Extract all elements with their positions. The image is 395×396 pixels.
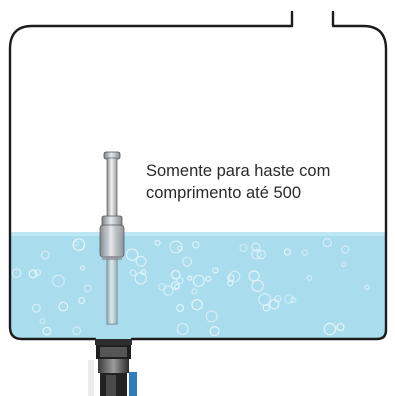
bubble [78,297,86,305]
bubble [83,284,92,293]
bubble [163,285,174,296]
bubble [72,326,82,336]
water [10,232,386,339]
bubble [187,275,193,281]
bubble [42,326,52,336]
bubble [176,304,185,313]
bubbles [11,237,370,337]
bubble [205,310,218,323]
bubble [73,240,79,247]
bubble [176,276,184,285]
tank-outline [8,10,294,341]
rod-length-note: Somente para haste com comprimento até 5… [146,160,386,204]
bubble [170,281,180,291]
bubble [40,250,50,260]
bubble [256,249,267,260]
bubble [135,255,147,267]
bottom-fitting [88,339,137,396]
bubble [227,280,234,287]
bubble [157,283,166,291]
bubble [323,322,337,336]
bubble [341,245,350,254]
bubble [301,249,309,256]
bubble [274,295,282,303]
bubble [129,269,137,277]
bubble [228,270,241,283]
bubble [176,322,189,336]
bubble [322,237,332,248]
bubble [192,274,205,287]
bubble [39,318,46,325]
bubble [262,304,271,312]
bubble [31,303,41,313]
bubble [192,241,200,249]
bubble [52,274,65,288]
bubble [79,265,86,271]
bubble [58,301,69,312]
bubble [125,248,139,261]
bubble [364,284,370,290]
bubble [341,261,347,267]
bubble [154,239,161,246]
bubble [191,299,203,311]
bubble [251,242,261,252]
bubble [251,248,262,260]
bubble [283,248,292,256]
bubble [11,268,22,279]
bubble [72,238,86,252]
bubble [212,267,219,274]
bubble [28,269,38,279]
note-line-2: comprimento até 500 [146,184,302,202]
bubble [209,326,220,337]
float-switch-rod [99,151,125,325]
bubble [205,275,212,282]
bubble [140,269,147,276]
bubble [182,256,193,267]
bubble [191,288,198,295]
bubble [34,269,42,277]
bubble [134,272,147,285]
note-line-1: Somente para haste com [146,162,331,180]
bubble [171,269,181,280]
tank-outline-right [130,10,388,341]
bubble [306,275,313,281]
bubble [248,270,260,282]
bubble [284,294,294,304]
float [99,215,125,260]
bubble [239,243,248,253]
bubble [336,323,345,332]
bubble [169,240,183,254]
